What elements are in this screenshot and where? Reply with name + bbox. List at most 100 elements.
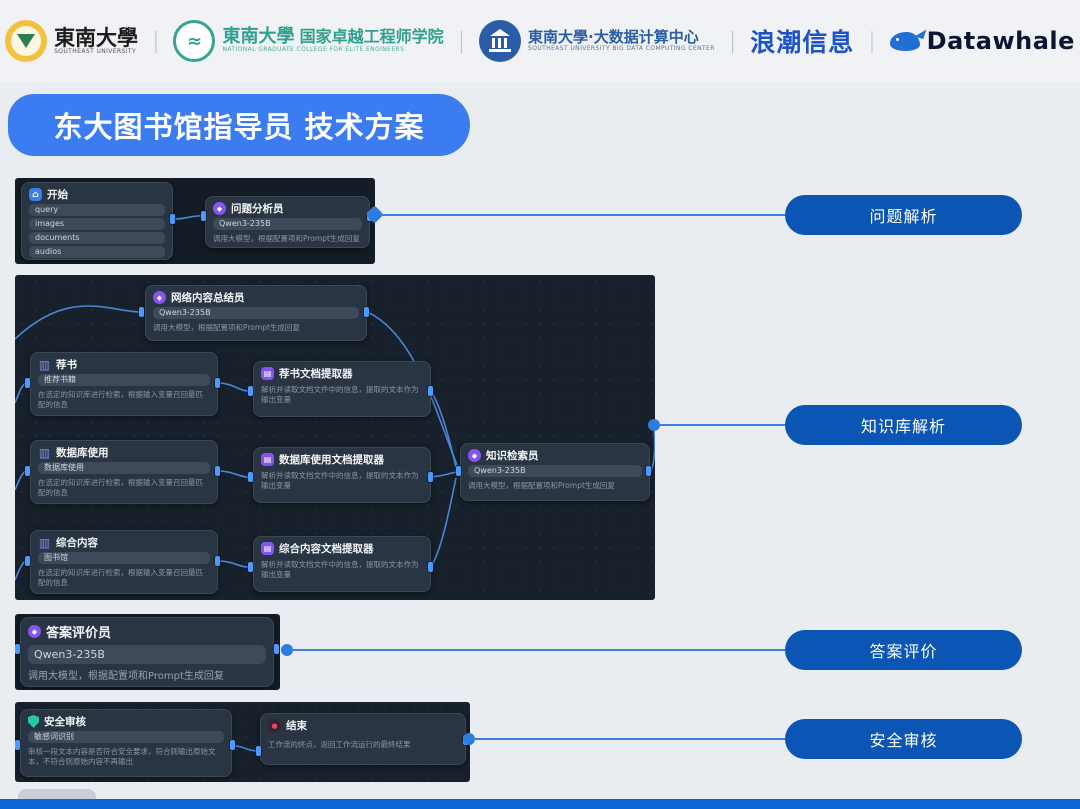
node-title: 荐书	[56, 359, 77, 371]
node-title-row: ⌂ 开始	[29, 187, 165, 202]
node-caption: 在选定的知识库进行检索，根据输入变量召回最匹配的信息	[38, 568, 203, 587]
output-port[interactable]	[428, 386, 433, 396]
ncee-college: 国家卓越工程师学院	[299, 27, 444, 47]
start-field-audios[interactable]: audios	[29, 246, 165, 258]
output-port[interactable]	[428, 472, 433, 482]
input-port[interactable]	[248, 386, 253, 396]
logo-bar: 東南大學 SOUTHEAST UNIVERSITY | ≈ 東南大學 国家卓越工…	[0, 0, 1080, 82]
llm-agent-icon: ◆	[213, 202, 226, 215]
output-port[interactable]	[646, 466, 651, 476]
connector-dot	[463, 733, 475, 745]
knowledge-base-icon: ▥	[38, 357, 51, 372]
input-port[interactable]	[248, 562, 253, 572]
node-caption: 调用大模型，根据配置项和Prompt生成回复	[468, 481, 615, 490]
ncee-logo-group: ≈ 東南大學 国家卓越工程师学院 NATIONAL GRADUATE COLLE…	[173, 20, 444, 62]
llm-agent-icon: ◆	[468, 449, 481, 462]
node-end[interactable]: ● 结束 工作流的终点，返回工作流运行的最终结果	[260, 713, 466, 765]
model-field[interactable]: Qwen3-235B	[213, 218, 362, 230]
output-port[interactable]	[215, 378, 220, 388]
header-divider: |	[152, 28, 160, 54]
node-title: 综合内容	[56, 537, 98, 549]
stage-pill-question-parsing[interactable]: 问题解析	[785, 195, 1022, 235]
input-port[interactable]	[25, 466, 30, 476]
node-book-doc-extractor[interactable]: ▤ 荐书文档提取器 解析并读取文档文件中的信息，提取的文本作为输出变量	[253, 361, 431, 417]
ncee-en: NATIONAL GRADUATE COLLEGE FOR ELITE ENGI…	[222, 46, 405, 54]
stage-pill-answer-evaluation[interactable]: 答案评价	[785, 630, 1022, 670]
doc-extractor-icon: ▤	[261, 542, 274, 555]
header-divider: |	[457, 28, 466, 54]
input-port[interactable]	[25, 378, 30, 388]
output-port[interactable]	[215, 466, 220, 476]
header-divider: |	[728, 28, 737, 54]
input-port[interactable]	[248, 472, 253, 482]
node-web-summarizer[interactable]: ◆ 网络内容总结员 Qwen3-235B 调用大模型，根据配置项和Prompt生…	[145, 285, 367, 341]
node-database-doc-extractor[interactable]: ▤ 数据库使用文档提取器 解析并读取文档文件中的信息，提取的文本作为输出变量	[253, 447, 431, 503]
start-field-documents[interactable]: documents	[29, 232, 165, 244]
node-title: 问题分析员	[231, 203, 284, 215]
node-comprehensive-content[interactable]: ▥ 综合内容 图书馆 在选定的知识库进行检索，根据输入变量召回最匹配的信息	[30, 530, 218, 594]
input-port[interactable]	[139, 307, 144, 317]
connector-dot	[648, 419, 660, 431]
workflow-canvas-4: 安全审核 敏感词识别 审核一段文本内容是否符合安全要求，符合则输出原始文本，不符…	[15, 702, 470, 782]
kb-field[interactable]: 图书馆	[38, 552, 210, 564]
node-title: 答案评价员	[46, 626, 112, 641]
node-caption: 工作流的终点，返回工作流运行的最终结果	[268, 740, 411, 749]
node-caption: 在选定的知识库进行检索，根据输入变量召回最匹配的信息	[38, 478, 203, 497]
input-port[interactable]	[25, 556, 30, 566]
node-title-row: ▥ 综合内容	[38, 535, 210, 550]
bottom-bar	[0, 799, 1080, 809]
node-book-recommend[interactable]: ▥ 荐书 推荐书籍 在选定的知识库进行检索，根据输入变量召回最匹配的信息	[30, 352, 218, 416]
start-field-query[interactable]: query	[29, 204, 165, 216]
node-caption: 解析并读取文档文件中的信息，提取的文本作为输出变量	[261, 385, 419, 404]
output-port[interactable]	[428, 562, 433, 572]
node-title-row: ◆ 知识检索员	[468, 448, 642, 463]
start-field-images[interactable]: images	[29, 218, 165, 230]
kb-field[interactable]: 推荐书籍	[38, 374, 210, 386]
wire-to-pill-2	[660, 424, 785, 426]
output-port[interactable]	[215, 556, 220, 566]
workflow-canvas-3: ◆ 答案评价员 Qwen3-235B 调用大模型，根据配置项和Prompt生成回…	[15, 614, 280, 690]
shield-icon	[28, 715, 39, 728]
stage-pill-security-review[interactable]: 安全审核	[785, 719, 1022, 759]
node-title: 数据库使用	[56, 447, 109, 459]
workflow-canvas-2: ◆ 网络内容总结员 Qwen3-235B 调用大模型，根据配置项和Prompt生…	[15, 275, 655, 600]
connector-dot	[281, 644, 293, 656]
security-field[interactable]: 敏感词识别	[28, 731, 224, 743]
node-answer-evaluator[interactable]: ◆ 答案评价员 Qwen3-235B 调用大模型，根据配置项和Prompt生成回…	[20, 617, 274, 687]
output-port[interactable]	[230, 740, 235, 750]
node-database-usage[interactable]: ▥ 数据库使用 数据库使用 在选定的知识库进行检索，根据输入变量召回最匹配的信息	[30, 440, 218, 504]
seu-name: 東南大學	[54, 24, 139, 50]
kb-field[interactable]: 数据库使用	[38, 462, 210, 474]
input-port[interactable]	[201, 211, 206, 221]
node-title-row: ▤ 综合内容文档提取器	[261, 541, 423, 556]
model-field[interactable]: Qwen3-235B	[153, 307, 359, 319]
output-port[interactable]	[364, 307, 369, 317]
input-port[interactable]	[15, 644, 20, 654]
node-start[interactable]: ⌂ 开始 query images documents audios 工作流的起…	[21, 182, 173, 260]
node-title: 开始	[47, 189, 68, 201]
bdcc-en: SOUTHEAST UNIVERSITY BIG DATA COMPUTING …	[528, 44, 715, 52]
output-port[interactable]	[170, 214, 175, 224]
input-port[interactable]	[256, 746, 261, 756]
node-title: 知识检索员	[486, 450, 539, 462]
node-title: 综合内容文档提取器	[279, 543, 374, 555]
input-port[interactable]	[456, 466, 461, 476]
end-icon: ●	[268, 719, 281, 732]
node-title: 安全审核	[44, 716, 86, 728]
node-security-review[interactable]: 安全审核 敏感词识别 审核一段文本内容是否符合安全要求，符合则输出原始文本，不符…	[20, 709, 232, 777]
model-field[interactable]: Qwen3-235B	[28, 645, 266, 664]
node-question-analyst[interactable]: ◆ 问题分析员 Qwen3-235B 调用大模型，根据配置项和Prompt生成回…	[205, 196, 370, 248]
node-knowledge-retriever[interactable]: ◆ 知识检索员 Qwen3-235B 调用大模型，根据配置项和Prompt生成回…	[460, 443, 650, 501]
model-field[interactable]: Qwen3-235B	[468, 465, 642, 477]
seu-name-en: SOUTHEAST UNIVERSITY	[54, 47, 137, 55]
input-port[interactable]	[15, 740, 20, 750]
header-divider: |	[868, 28, 876, 54]
output-port[interactable]	[274, 644, 279, 654]
wire-to-pill-1	[381, 214, 785, 216]
node-comprehensive-doc-extractor[interactable]: ▤ 综合内容文档提取器 解析并读取文档文件中的信息，提取的文本作为输出变量	[253, 536, 431, 592]
stage-pill-knowledge-parsing[interactable]: 知识库解析	[785, 405, 1022, 445]
node-title-row: ▤ 荐书文档提取器	[261, 366, 423, 381]
node-title-row: ● 结束	[268, 718, 458, 733]
node-title-row: ▥ 荐书	[38, 357, 210, 372]
